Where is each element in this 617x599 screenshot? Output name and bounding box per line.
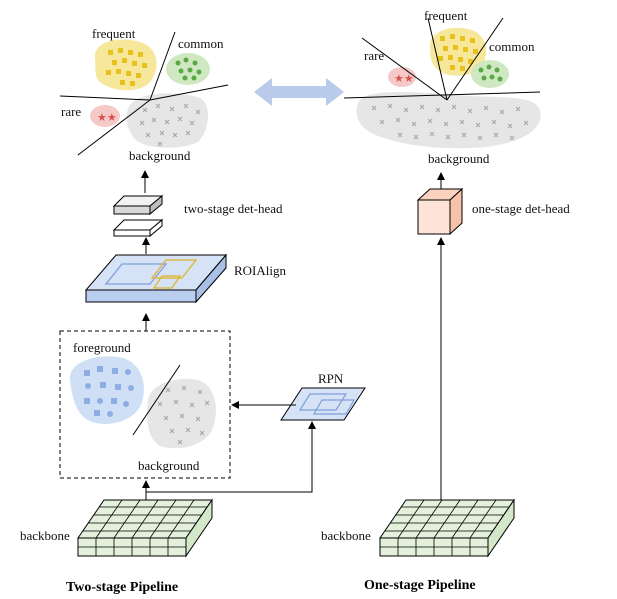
proposals-dashed-box	[59, 330, 231, 479]
left-background-label: background	[129, 148, 191, 163]
two-stage-arrow-backbone-to-rpn	[146, 421, 316, 493]
right-frequent-squares	[438, 34, 478, 71]
roialign-box-yellow	[150, 259, 198, 279]
left-frequent-squares	[106, 48, 147, 86]
right-background-label: background	[428, 151, 490, 166]
left-background-region	[126, 93, 209, 148]
two-stage-title: Two-stage Pipeline	[66, 580, 178, 595]
left-rare-stars: ★★	[97, 111, 117, 124]
left-rare-region	[90, 105, 120, 127]
foreground-label: foreground	[73, 340, 131, 355]
rpn-slab	[280, 387, 366, 421]
right-rare-label: rare	[364, 48, 384, 63]
roialign-box-yellow-inner	[152, 275, 182, 289]
right-background-crosses	[371, 103, 529, 141]
one-stage-pipeline: one-stage det-head backbone One-stage Pi…	[321, 172, 570, 593]
proposals-background-label: background	[138, 458, 200, 473]
foreground-items	[84, 366, 134, 417]
proposals-background-crosses	[157, 385, 210, 445]
one-stage-title: One-stage Pipeline	[364, 578, 476, 593]
one-stage-det-head	[416, 187, 464, 236]
one-stage-backbone	[379, 498, 515, 558]
two-stage-det-head	[112, 194, 164, 238]
two-stage-backbone-label: backbone	[20, 528, 70, 543]
roialign-box-blue	[104, 263, 168, 285]
right-rare-stars: ★★	[394, 72, 414, 85]
left-common-label: common	[178, 36, 224, 51]
one-stage-backbone-label: backbone	[321, 528, 371, 543]
two-stage-pipeline: two-stage det-head ROIAlign	[20, 170, 366, 595]
left-rare-label: rare	[61, 104, 81, 119]
right-frequent-label: frequent	[424, 8, 468, 23]
right-class-distribution: ★★ frequent common rare background	[343, 8, 541, 166]
right-decision-boundaries	[343, 17, 541, 101]
left-frequent-label: frequent	[92, 26, 136, 41]
roialign-label: ROIAlign	[234, 263, 287, 278]
left-background-crosses	[139, 103, 201, 147]
left-class-distribution: ★★ frequent common rare background	[59, 26, 229, 163]
left-common-dots	[175, 57, 202, 81]
roialign-slab	[84, 253, 228, 304]
rpn-box-2	[312, 399, 356, 415]
two-stage-det-head-label: two-stage det-head	[184, 201, 283, 216]
rpn-label: RPN	[318, 371, 344, 386]
proposals-decision-boundary	[132, 364, 181, 436]
two-stage-backbone	[77, 498, 213, 558]
right-common-region	[471, 60, 509, 88]
rpn-box-1	[298, 393, 348, 411]
proposals-background-region	[147, 378, 216, 449]
left-frequent-region	[94, 39, 157, 91]
one-stage-det-head-label: one-stage det-head	[472, 201, 570, 216]
right-common-dots	[478, 64, 503, 82]
left-decision-boundaries	[59, 31, 229, 156]
right-common-label: common	[489, 39, 535, 54]
comparison-double-arrow	[254, 78, 344, 106]
